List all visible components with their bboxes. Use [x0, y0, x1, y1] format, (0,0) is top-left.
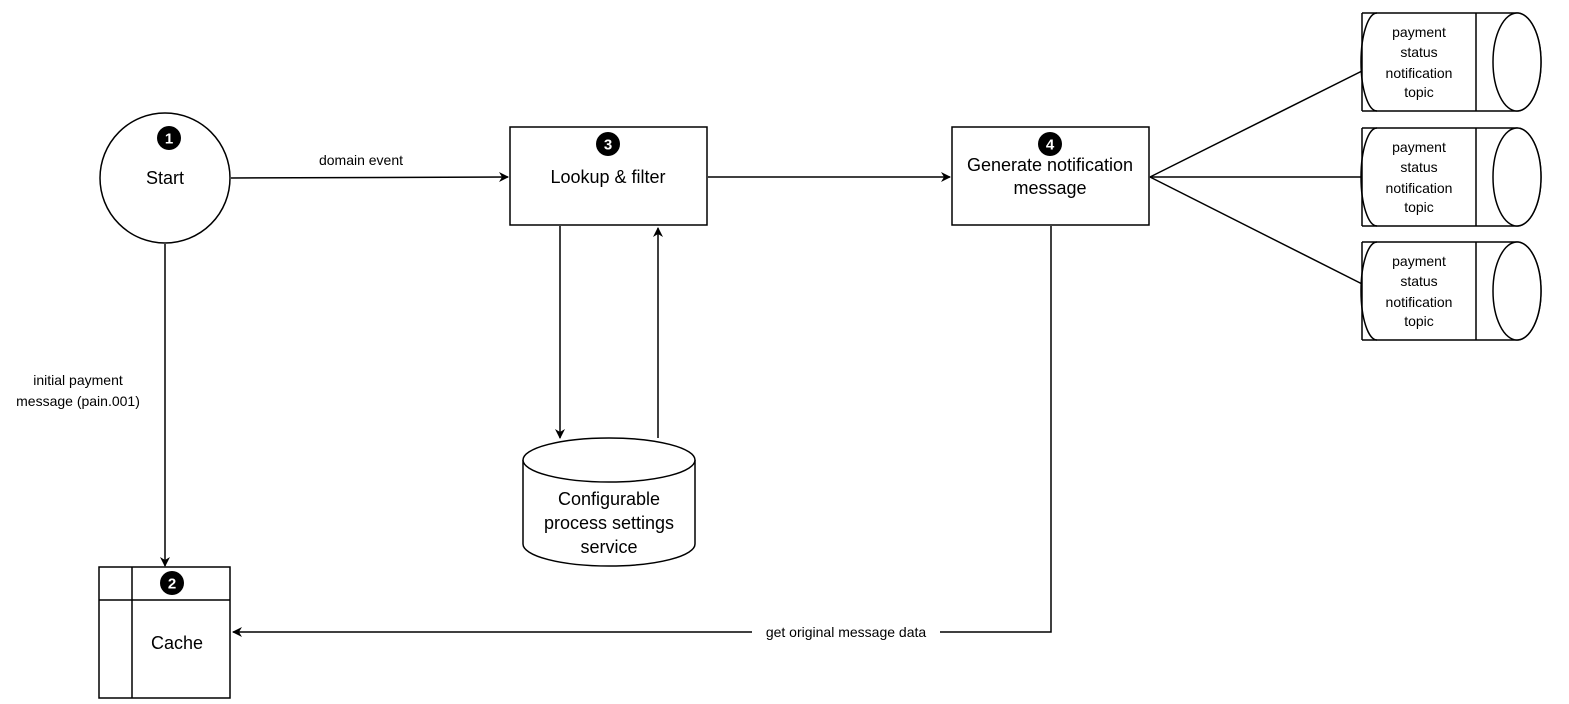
badge-number: 3 — [604, 137, 612, 154]
settings-label-line1: Configurable — [558, 489, 660, 509]
badge-icon — [157, 126, 181, 150]
topic-label-line2: status — [1400, 273, 1437, 289]
edge-label-initial-payment-line1: initial payment — [33, 372, 123, 388]
topic-label-line4: topic — [1404, 313, 1434, 329]
topic-label-line2: status — [1400, 44, 1437, 60]
start-node: 1 Start — [99, 112, 231, 244]
badge-number: 1 — [165, 131, 173, 148]
edge-generate-to-cache: get original message data — [232, 226, 1052, 641]
generate-label-line2: message — [1013, 178, 1086, 198]
topic-node-2: payment status notification topic — [1360, 127, 1542, 227]
edge-label-initial-payment-line2: message (pain.001) — [16, 393, 140, 409]
topic-label-line1: payment — [1392, 253, 1446, 269]
badge-icon — [596, 132, 620, 156]
edge-label-domain-event: domain event — [319, 152, 403, 168]
generate-notification-node: 4 Generate notification message — [951, 126, 1150, 226]
edge-start-to-cache: initial payment message (pain.001) — [2, 244, 170, 567]
topic-node-3: payment status notification topic — [1360, 241, 1542, 341]
topic-label-line2: status — [1400, 159, 1437, 175]
edge-label-get-original-message-data: get original message data — [766, 624, 927, 640]
topic-label-line4: topic — [1404, 84, 1434, 100]
badge-number: 2 — [168, 576, 176, 593]
edge-start-to-lookup: domain event — [230, 152, 509, 183]
edge-generate-to-topic-1 — [1149, 63, 1377, 178]
cache-label: Cache — [151, 633, 203, 653]
topic-node-1: payment status notification topic — [1360, 12, 1542, 112]
settings-label-line2: process settings — [544, 513, 674, 533]
topic-label-line3: notification — [1386, 294, 1453, 310]
topic-label-line1: payment — [1392, 139, 1446, 155]
lookup-filter-label: Lookup & filter — [550, 167, 665, 187]
cache-node: 2 Cache — [98, 566, 231, 699]
topic-label-line3: notification — [1386, 180, 1453, 196]
lookup-filter-node: 3 Lookup & filter — [509, 126, 708, 226]
badge-icon — [1038, 132, 1062, 156]
badge-icon — [160, 571, 184, 595]
edge-generate-to-topic-3 — [1149, 176, 1377, 292]
topic-label-line3: notification — [1386, 65, 1453, 81]
settings-label-line3: service — [580, 537, 637, 557]
start-label: Start — [146, 168, 184, 188]
topic-label-line4: topic — [1404, 199, 1434, 215]
topic-label-line1: payment — [1392, 24, 1446, 40]
badge-number: 4 — [1046, 137, 1055, 154]
settings-service-node: Configurable process settings service — [522, 437, 696, 567]
generate-label-line1: Generate notification — [967, 155, 1133, 175]
